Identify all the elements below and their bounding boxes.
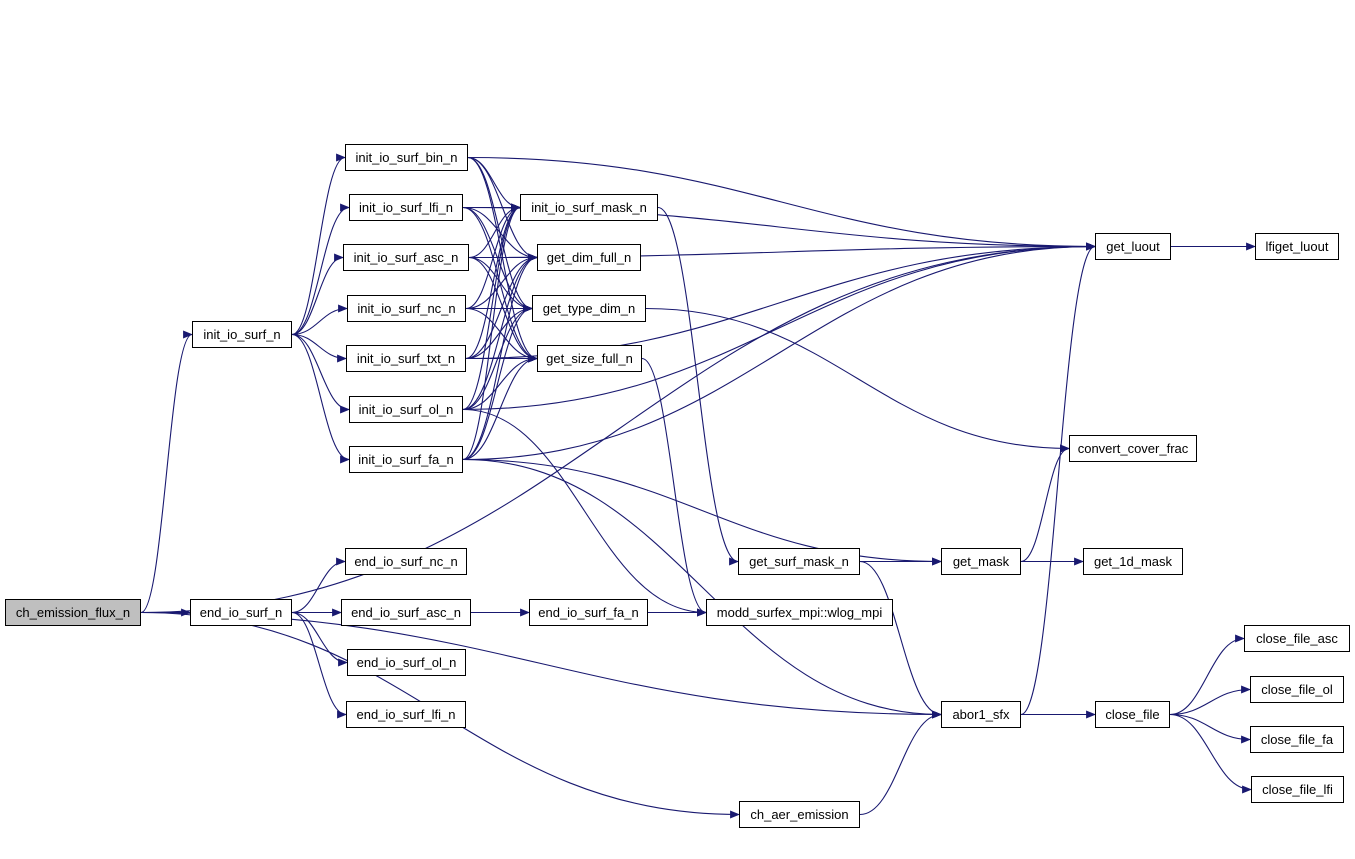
node-get-1d-mask[interactable]: get_1d_mask <box>1083 548 1183 575</box>
edge-close_file-to-close_file_lfi <box>1169 713 1252 794</box>
node-init-io-surf-bin-n[interactable]: init_io_surf_bin_n <box>345 144 468 171</box>
edge-init_io_surf_n-to-init_io_surf_txt_n <box>291 333 347 363</box>
edge-init_io_surf_bin_n-to-init_io_surf_mask_n <box>467 156 521 212</box>
edge-get_size_full_n-to-wlog_mpi <box>641 357 707 617</box>
node-init-io-surf-lfi-n[interactable]: init_io_surf_lfi_n <box>349 194 463 221</box>
edge-init_io_surf_lfi_n-to-get_dim_full_n <box>462 206 538 262</box>
node-get-size-full-n[interactable]: get_size_full_n <box>537 345 642 372</box>
edge-init_io_surf_n-to-init_io_surf_nc_n <box>291 304 348 336</box>
node-abor1-sfx[interactable]: abor1_sfx <box>941 701 1021 728</box>
edge-init_io_surf_fa_n-to-get_mask <box>462 458 942 566</box>
edge-init_io_surf_n-to-init_io_surf_lfi_n <box>291 203 350 336</box>
edge-abor1_sfx-to-get_luout <box>1020 242 1096 716</box>
edge-init_io_surf_ol_n-to-wlog_mpi <box>462 408 707 617</box>
edge-init_io_surf_fa_n-to-init_io_surf_mask_n <box>462 203 521 461</box>
node-end-io-surf-asc-n[interactable]: end_io_surf_asc_n <box>341 599 471 626</box>
edge-get_mask-to-convert_cover_frac <box>1020 444 1070 563</box>
edge-init_io_surf_fa_n-to-get_size_full_n <box>462 354 538 461</box>
node-close-file-fa[interactable]: close_file_fa <box>1250 726 1344 753</box>
edge-init_io_surf_n-to-init_io_surf_bin_n <box>291 153 346 336</box>
node-init-io-surf-txt-n[interactable]: init_io_surf_txt_n <box>346 345 466 372</box>
edge-init_io_surf_fa_n-to-get_luout <box>462 242 1096 461</box>
node-end-io-surf-ol-n[interactable]: end_io_surf_ol_n <box>347 649 466 676</box>
edge-init_io_surf_ol_n-to-get_type_dim_n <box>462 304 533 411</box>
edge-init_io_surf_fa_n-to-get_dim_full_n <box>462 253 538 461</box>
edge-init_io_surf_ol_n-to-get_luout <box>462 242 1096 411</box>
edge-end_io_surf_n-to-end_io_surf_lfi_n <box>291 611 347 719</box>
node-ch-aer-emission[interactable]: ch_aer_emission <box>739 801 860 828</box>
edge-init_io_surf_n-to-init_io_surf_ol_n <box>291 333 350 414</box>
edge-ch_emission_flux_n-to-get_luout <box>140 242 1096 614</box>
node-ch-emission-flux-n[interactable]: ch_emission_flux_n <box>5 599 141 626</box>
edge-init_io_surf_fa_n-to-abor1_sfx <box>462 458 942 719</box>
edge-init_io_surf_nc_n-to-init_io_surf_mask_n <box>465 203 521 310</box>
edge-close_file-to-close_file_asc <box>1169 634 1245 716</box>
edge-ch_aer_emission-to-abor1_sfx <box>859 710 942 816</box>
edge-init_io_surf_n-to-init_io_surf_asc_n <box>291 253 344 336</box>
node-get-type-dim-n[interactable]: get_type_dim_n <box>532 295 646 322</box>
node-close-file-ol[interactable]: close_file_ol <box>1250 676 1344 703</box>
node-end-io-surf-nc-n[interactable]: end_io_surf_nc_n <box>345 548 467 575</box>
edge-get_surf_mask_n-to-abor1_sfx <box>859 560 942 719</box>
edge-init_io_surf_nc_n-to-get_dim_full_n <box>465 253 538 310</box>
edge-end_io_surf_n-to-end_io_surf_nc_n <box>291 557 346 614</box>
node-end-io-surf-lfi-n[interactable]: end_io_surf_lfi_n <box>346 701 466 728</box>
edge-end_io_surf_n-to-end_io_surf_ol_n <box>291 611 348 667</box>
edge-init_io_surf_ol_n-to-get_dim_full_n <box>462 253 538 411</box>
edge-get_type_dim_n-to-convert_cover_frac <box>645 307 1070 453</box>
node-close-file-asc[interactable]: close_file_asc <box>1244 625 1350 652</box>
edge-close_file-to-close_file_ol <box>1169 685 1251 716</box>
edge-init_io_surf_ol_n-to-get_size_full_n <box>462 354 538 411</box>
node-init-io-surf-asc-n[interactable]: init_io_surf_asc_n <box>343 244 469 271</box>
edge-init_io_surf_txt_n-to-get_dim_full_n <box>465 253 538 360</box>
node-get-surf-mask-n[interactable]: get_surf_mask_n <box>738 548 860 575</box>
node-init-io-surf-fa-n[interactable]: init_io_surf_fa_n <box>349 446 463 473</box>
node-get-luout[interactable]: get_luout <box>1095 233 1171 260</box>
node-end-io-surf-n[interactable]: end_io_surf_n <box>190 599 292 626</box>
node-init-io-surf-mask-n[interactable]: init_io_surf_mask_n <box>520 194 658 221</box>
edge-init_io_surf_ol_n-to-init_io_surf_mask_n <box>462 203 521 411</box>
node-convert-cover-frac[interactable]: convert_cover_frac <box>1069 435 1197 462</box>
node-init-io-surf-ol-n[interactable]: init_io_surf_ol_n <box>349 396 463 423</box>
edge-init_io_surf_n-to-init_io_surf_fa_n <box>291 333 350 464</box>
edge-init_io_surf_mask_n-to-get_surf_mask_n <box>657 206 739 566</box>
node-wlog-mpi[interactable]: modd_surfex_mpi::wlog_mpi <box>706 599 893 626</box>
node-init-io-surf-nc-n[interactable]: init_io_surf_nc_n <box>347 295 466 322</box>
node-end-io-surf-fa-n[interactable]: end_io_surf_fa_n <box>529 599 648 626</box>
edge-close_file-to-close_file_fa <box>1169 713 1251 744</box>
node-close-file[interactable]: close_file <box>1095 701 1170 728</box>
node-close-file-lfi[interactable]: close_file_lfi <box>1251 776 1344 803</box>
edge-init_io_surf_bin_n-to-get_luout <box>467 156 1096 251</box>
node-init-io-surf-n[interactable]: init_io_surf_n <box>192 321 292 348</box>
node-get-mask[interactable]: get_mask <box>941 548 1021 575</box>
edge-ch_emission_flux_n-to-init_io_surf_n <box>140 330 193 614</box>
node-lfiget-luout[interactable]: lfiget_luout <box>1255 233 1339 260</box>
node-get-dim-full-n[interactable]: get_dim_full_n <box>537 244 641 271</box>
edge-init_io_surf_fa_n-to-get_type_dim_n <box>462 304 533 461</box>
edge-init_io_surf_txt_n-to-get_type_dim_n <box>465 304 533 360</box>
